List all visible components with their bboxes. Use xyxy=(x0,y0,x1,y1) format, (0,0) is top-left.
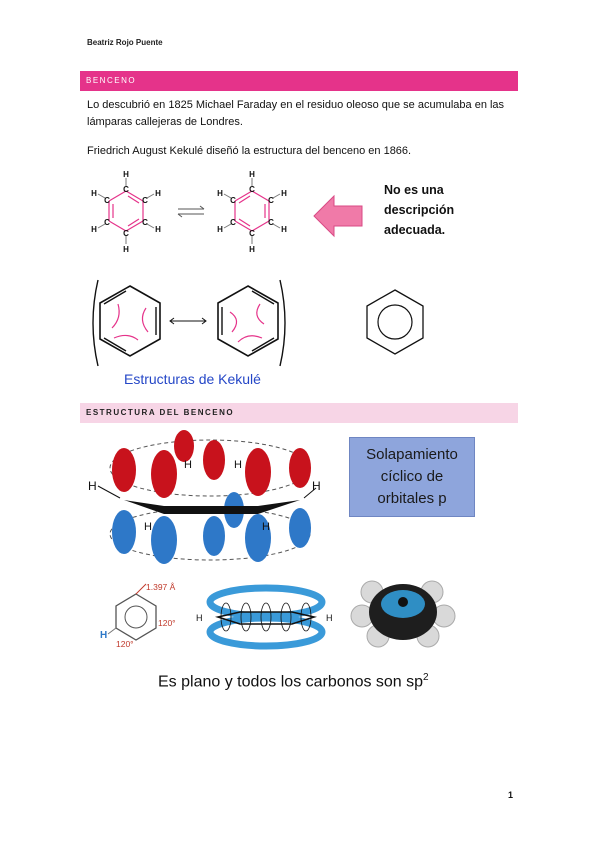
atom-label: C xyxy=(123,185,129,194)
atom-label: H xyxy=(312,479,321,493)
atom-label: H xyxy=(88,479,97,493)
atom-label: C xyxy=(142,218,148,227)
atom-label: H xyxy=(100,630,107,641)
atom-label: C xyxy=(249,185,255,194)
final-statement: Es plano y todos los carbonos son sp2 xyxy=(158,672,429,691)
atom-label: H xyxy=(91,189,97,198)
note-not-adequate: No es una descripción adecuada. xyxy=(384,180,504,240)
atom-label: H xyxy=(326,613,333,623)
atom-label: H xyxy=(217,189,223,198)
author-name: Beatriz Rojo Puente xyxy=(87,38,163,47)
pi-cloud-ring-diagram: H H xyxy=(196,584,333,650)
superscript: 2 xyxy=(423,672,429,683)
atom-label: H xyxy=(123,245,129,254)
atom-label: C xyxy=(230,196,236,205)
atom-label: H xyxy=(234,459,242,471)
atom-label: H xyxy=(262,521,270,533)
atom-label: H xyxy=(184,459,192,471)
atom-label: C xyxy=(104,196,110,205)
atom-label: H xyxy=(144,521,152,533)
note-line: No es una xyxy=(384,183,444,197)
paragraph-kekule: Friedrich August Kekulé diseñó la estruc… xyxy=(87,145,412,157)
atom-label: C xyxy=(268,218,274,227)
section-header-benceno: BENCENO xyxy=(80,71,518,91)
section-title: ESTRUCTURA DEL BENCENO xyxy=(86,408,235,417)
atom-label: H xyxy=(249,170,255,179)
angle-label: 120° xyxy=(158,618,176,628)
atom-label: H xyxy=(281,225,287,234)
atom-label: C xyxy=(123,229,129,238)
space-filling-model xyxy=(350,580,456,648)
kekule-hexagon-right xyxy=(217,285,279,357)
atom-label: H xyxy=(281,189,287,198)
note-line: adecuada. xyxy=(384,223,446,237)
overlap-line: orbitales p xyxy=(377,490,447,507)
atom-label: H xyxy=(155,189,161,198)
orbital-overlap-box: Solapamiento cíclico de orbitales p xyxy=(349,437,475,517)
atom-label: H xyxy=(155,225,161,234)
atom-label: C xyxy=(104,218,110,227)
bond-length-label: 1.397 Å xyxy=(146,582,176,592)
atom-label: H xyxy=(123,170,129,179)
equilibrium-arrow-icon xyxy=(177,205,205,218)
double-arrow-icon xyxy=(169,317,207,325)
atom-label: H xyxy=(196,613,203,623)
overlap-line: Solapamiento xyxy=(366,446,458,463)
kekule-structure-right: H C C C C C C H H H H H xyxy=(217,170,287,254)
atom-label: C xyxy=(230,218,236,227)
angle-label: 120° xyxy=(116,639,134,649)
atom-label: C xyxy=(142,196,148,205)
benzene-circle-structure xyxy=(366,289,424,355)
overlap-line: cíclico de xyxy=(380,468,444,485)
atom-label: H xyxy=(249,245,255,254)
note-line: descripción xyxy=(384,203,455,217)
atom-label: H xyxy=(217,225,223,234)
section-title: BENCENO xyxy=(86,76,137,85)
paragraph-faraday: Lo descubrió en 1825 Michael Faraday en … xyxy=(87,99,505,128)
kekule-resonance-diagram: H C C C C C C H H H H H xyxy=(91,170,287,254)
p-orbitals-diagram: H H H H H H xyxy=(88,430,321,564)
kekule-hexagon-left xyxy=(99,285,161,357)
atom-label: C xyxy=(268,196,274,205)
section-header-estructura: ESTRUCTURA DEL BENCENO xyxy=(80,403,518,423)
kekule-caption: Estructuras de Kekulé xyxy=(124,371,261,387)
kekule-structures-bracketed xyxy=(92,279,286,367)
kekule-structure-left: H C C C C C C H H H H H xyxy=(91,170,161,254)
pink-arrow-icon xyxy=(313,194,363,238)
page-number: 1 xyxy=(508,790,514,800)
orbital-overlap-text: Solapamiento cíclico de orbitales p xyxy=(350,444,474,510)
benzene-geometry-diagram: 1.397 Å 120° 120° H xyxy=(100,582,176,649)
final-text: Es plano y todos los carbonos son sp xyxy=(158,673,424,691)
atom-label: H xyxy=(91,225,97,234)
atom-label: C xyxy=(249,229,255,238)
